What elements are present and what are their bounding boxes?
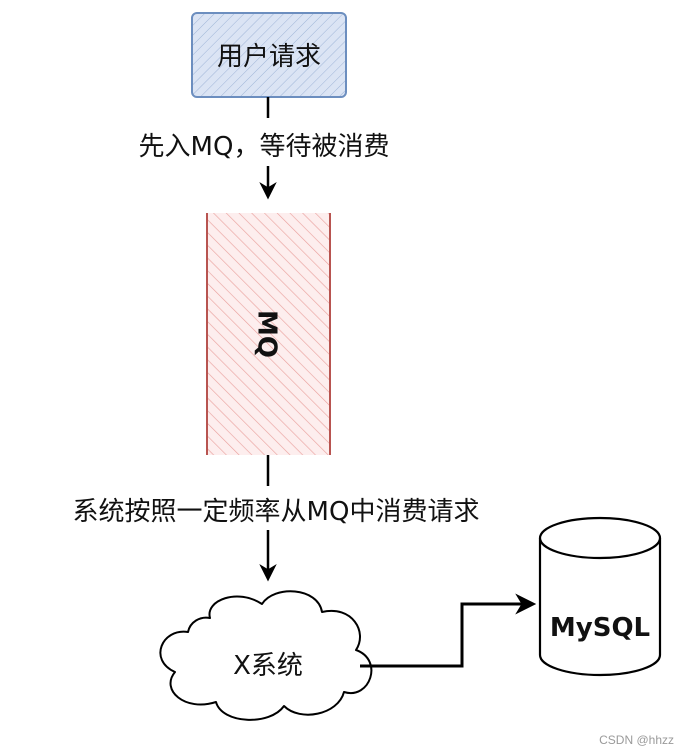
edge-label-enqueue: 先入MQ，等待被消费 xyxy=(139,132,390,162)
request-node: 用户请求 xyxy=(191,12,347,98)
edge-queue-to-system: 系统按照一定频率从MQ中消费请求 xyxy=(73,455,480,582)
queue-label: MQ xyxy=(252,310,282,358)
edge-system-to-database xyxy=(360,593,537,668)
system-label: X系统 xyxy=(233,651,303,681)
queue-node: MQ xyxy=(206,213,331,455)
edge-request-to-queue: 先入MQ，等待被消费 xyxy=(139,97,390,200)
database-label: MySQL xyxy=(550,613,650,643)
watermark: CSDN @hhzz xyxy=(599,733,674,747)
edge-label-consume: 系统按照一定频率从MQ中消费请求 xyxy=(73,497,480,527)
database-node: MySQL xyxy=(538,516,662,677)
request-label: 用户请求 xyxy=(217,42,321,72)
system-node: X系统 xyxy=(159,590,373,721)
